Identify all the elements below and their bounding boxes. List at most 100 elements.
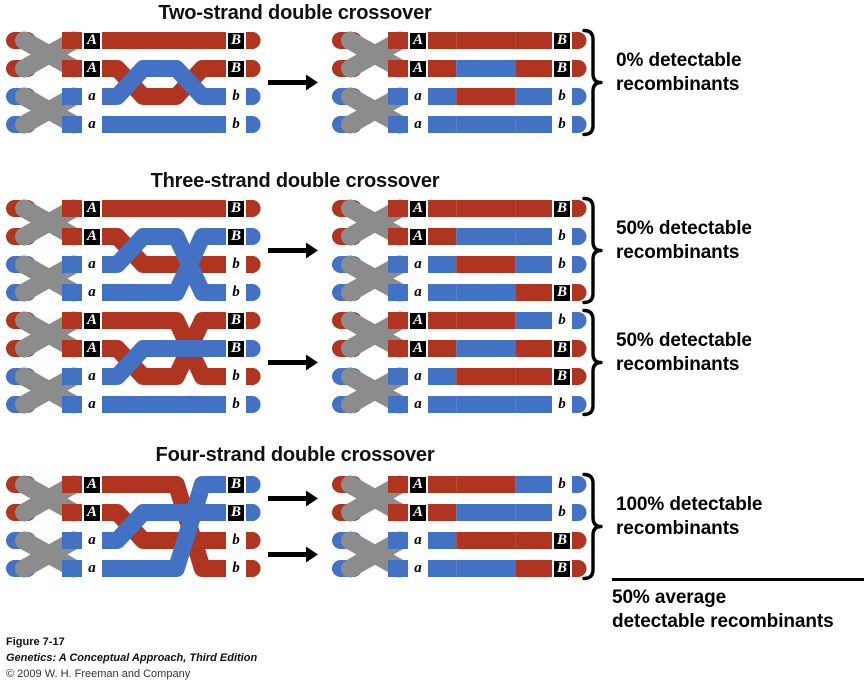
centromere-bright-three-strand-0 [332,255,410,302]
gene-allele-letter: A [86,60,97,76]
gene-allele-label: A [82,198,102,219]
gene-allele-label: A [82,58,102,79]
chromatid-telomere [569,504,587,521]
gene-allele-letter: A [412,60,423,76]
gene-allele-label: B [226,338,246,359]
chromatid-telomere [569,284,587,301]
gene-allele-label: b [552,474,572,495]
gene-allele-label: b [226,254,246,275]
chromatid-strand [69,476,261,577]
gene-allele-letter: a [88,396,96,412]
gene-allele-letter: B [556,284,567,300]
gene-allele-letter: b [558,88,566,104]
arrow-head [306,546,318,563]
gene-allele-label: b [552,226,572,247]
gene-allele-label: A [408,338,428,359]
chromatid-telomere [243,368,261,385]
gene-allele-label: A [408,58,428,79]
centromere-rright-three-strand-1 [332,311,410,358]
centromere-rright-four-strand-0 [332,475,410,522]
chromatid-telomere [569,32,587,49]
chromatid-segment [456,116,516,133]
gene-allele-label: a [408,86,428,107]
gene-allele-label: b [226,366,246,387]
chromatid-telomere [569,60,587,77]
gene-allele-label: a [408,558,428,579]
chromatid-telomere [243,32,261,49]
gene-allele-letter: b [232,284,240,300]
chromatid-segment [456,88,516,105]
figure-number: Figure 7-17 [6,636,65,649]
gene-allele-label: a [82,282,102,303]
gene-allele-label: B [552,30,572,51]
gene-allele-label: a [82,86,102,107]
gene-allele-letter: A [412,476,423,492]
gene-allele-letter: B [230,476,241,492]
gene-allele-label: b [226,530,246,551]
copyright-line: © 2009 W. H. Freeman and Company [6,668,191,681]
gene-allele-label: A [408,474,428,495]
result-recombinants-line: recombinants [616,73,740,95]
average-recombinants-line: detectable recombinants [612,611,834,633]
gene-allele-label: b [226,114,246,135]
chromatid-telomere [569,532,587,549]
chromatid-telomere [243,396,261,413]
gene-allele-letter: a [414,396,422,412]
chromatid-telomere [243,228,261,245]
chromatid-segment [456,368,516,385]
gene-allele-label: a [82,366,102,387]
gene-allele-label: B [226,198,246,219]
result-recombinants-line: recombinants [616,517,740,539]
figure-credits: Figure 7-17 Genetics: A Conceptual Appro… [6,635,257,683]
gene-allele-letter: B [230,504,241,520]
result-recombinants-line: recombinants [616,353,740,375]
gene-allele-letter: B [230,312,241,328]
gene-allele-letter: b [232,88,240,104]
gene-allele-label: b [552,502,572,523]
gene-allele-letter: b [558,228,566,244]
average-callout: 50% average detectable recombinants [612,586,868,635]
chromatid-telomere [569,368,587,385]
gene-allele-letter: a [414,116,422,132]
transition-arrow [268,242,318,259]
gene-allele-label: b [226,558,246,579]
gene-allele-letter: B [230,228,241,244]
gene-allele-letter: A [86,504,97,520]
gene-allele-label: b [552,86,572,107]
transition-arrow [268,354,318,371]
transition-arrow [268,74,318,91]
result-brace [582,28,603,137]
result-recombinants-line: recombinants [616,241,740,263]
centromere-red-four-strand-0 [6,475,84,522]
chromatid-telomere [569,396,587,413]
result-brace [582,472,603,581]
gene-allele-letter: B [230,32,241,48]
gene-allele-letter: b [232,368,240,384]
gene-allele-letter: B [556,560,567,576]
chromatid-segment [456,560,516,577]
gene-allele-label: a [408,282,428,303]
gene-allele-label: B [552,530,572,551]
chromatid-segment [456,504,516,521]
gene-allele-letter: a [88,368,96,384]
gene-allele-label: a [82,114,102,135]
gene-allele-label: B [552,366,572,387]
chromatid-telomere [243,476,261,493]
chromatid-telomere [569,200,587,217]
centromere-rright-three-strand-0 [332,199,410,246]
chromatid-strand [69,60,261,105]
result-percent-line: 50% detectable [616,217,752,239]
chromatid-segment [456,284,516,301]
gene-allele-label: b [552,254,572,275]
chromatid-segment [456,532,516,549]
chromatid-telomere [243,340,261,357]
gene-allele-letter: b [558,476,566,492]
chromatid-segment [456,340,516,357]
gene-allele-letter: a [414,256,422,272]
gene-allele-letter: b [558,256,566,272]
average-percent-line: 50% average [612,587,727,608]
gene-allele-letter: a [414,368,422,384]
transition-arrow [268,490,318,507]
gene-allele-label: A [82,30,102,51]
